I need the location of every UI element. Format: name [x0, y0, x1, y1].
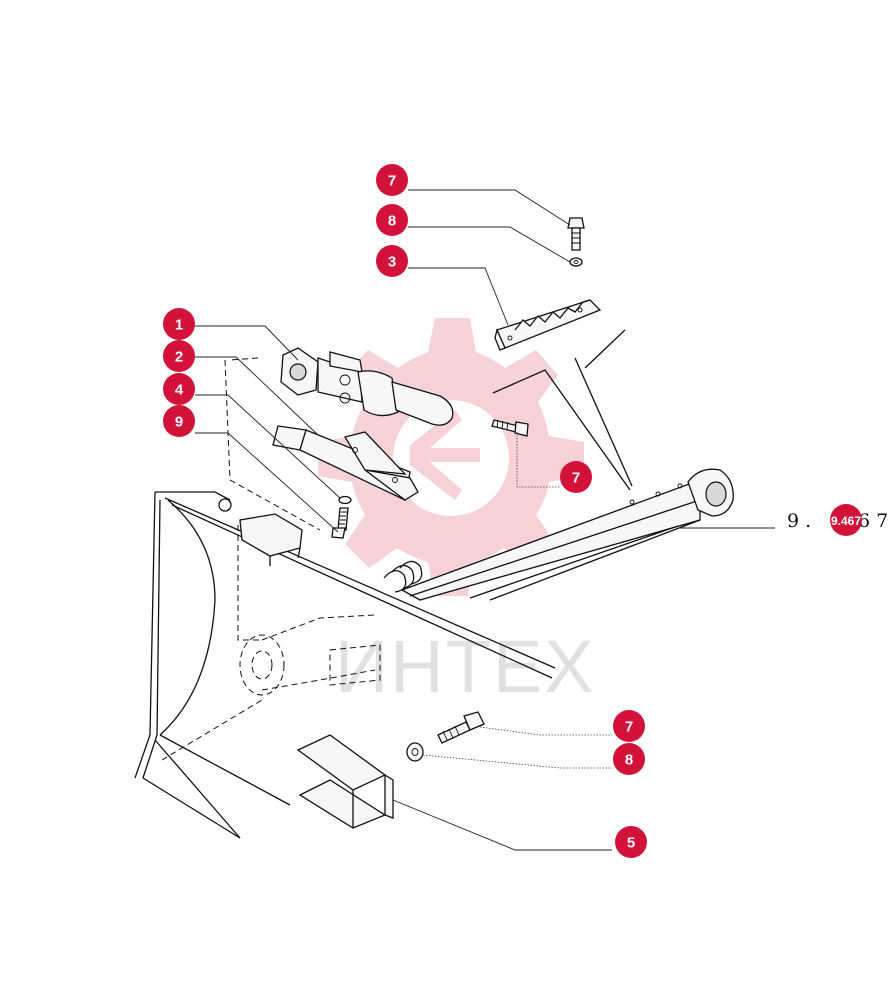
svg-text:9.467: 9.467 — [831, 514, 861, 528]
svg-text:7: 7 — [388, 173, 396, 190]
leader-lines — [195, 189, 775, 851]
bolt-top — [567, 217, 585, 251]
callout-2[interactable]: 2 — [163, 340, 195, 372]
washer-top — [569, 257, 583, 267]
watermark-text: ИНТЕХ — [335, 625, 596, 708]
washer-bottom — [406, 742, 424, 762]
callout-9[interactable]: 9 — [163, 405, 195, 437]
callout-7-top[interactable]: 7 — [376, 164, 408, 196]
lift-arm — [383, 329, 734, 601]
svg-text:7: 7 — [572, 470, 580, 487]
bolt-bottom — [437, 711, 485, 744]
hidden-structure — [161, 357, 381, 761]
reference-badge[interactable]: 9.467 — [830, 504, 862, 536]
bolt-small — [331, 507, 349, 539]
u-clip — [296, 734, 394, 829]
callout-8-bottom[interactable]: 8 — [613, 743, 645, 775]
svg-text:2: 2 — [175, 349, 183, 366]
toothed-bracket — [494, 299, 602, 351]
svg-text:8: 8 — [625, 752, 633, 769]
callout-1[interactable]: 1 — [163, 308, 195, 340]
callout-4[interactable]: 4 — [163, 373, 195, 405]
svg-text:4: 4 — [175, 382, 184, 399]
svg-text:9: 9 — [175, 414, 183, 431]
svg-text:5: 5 — [627, 835, 635, 852]
svg-text:3: 3 — [388, 254, 396, 271]
callout-7-mid[interactable]: 7 — [560, 461, 592, 493]
svg-text:1: 1 — [175, 317, 183, 334]
svg-text:7: 7 — [625, 719, 633, 736]
bolt-mid — [491, 419, 529, 437]
reference-suffix: 6 7 — [858, 510, 888, 532]
callout-7-bottom[interactable]: 7 — [613, 710, 645, 742]
loader-frame — [134, 491, 556, 839]
callout-8-top[interactable]: 8 — [376, 204, 408, 236]
reference-number: 9 . 6 7 9.467 — [787, 504, 888, 536]
callout-3[interactable]: 3 — [376, 245, 408, 277]
svg-text:8: 8 — [388, 213, 396, 230]
washer-small — [338, 495, 352, 505]
reference-prefix: 9 . — [787, 510, 811, 532]
hydraulic-cylinder — [280, 347, 454, 426]
callout-5[interactable]: 5 — [615, 826, 647, 858]
